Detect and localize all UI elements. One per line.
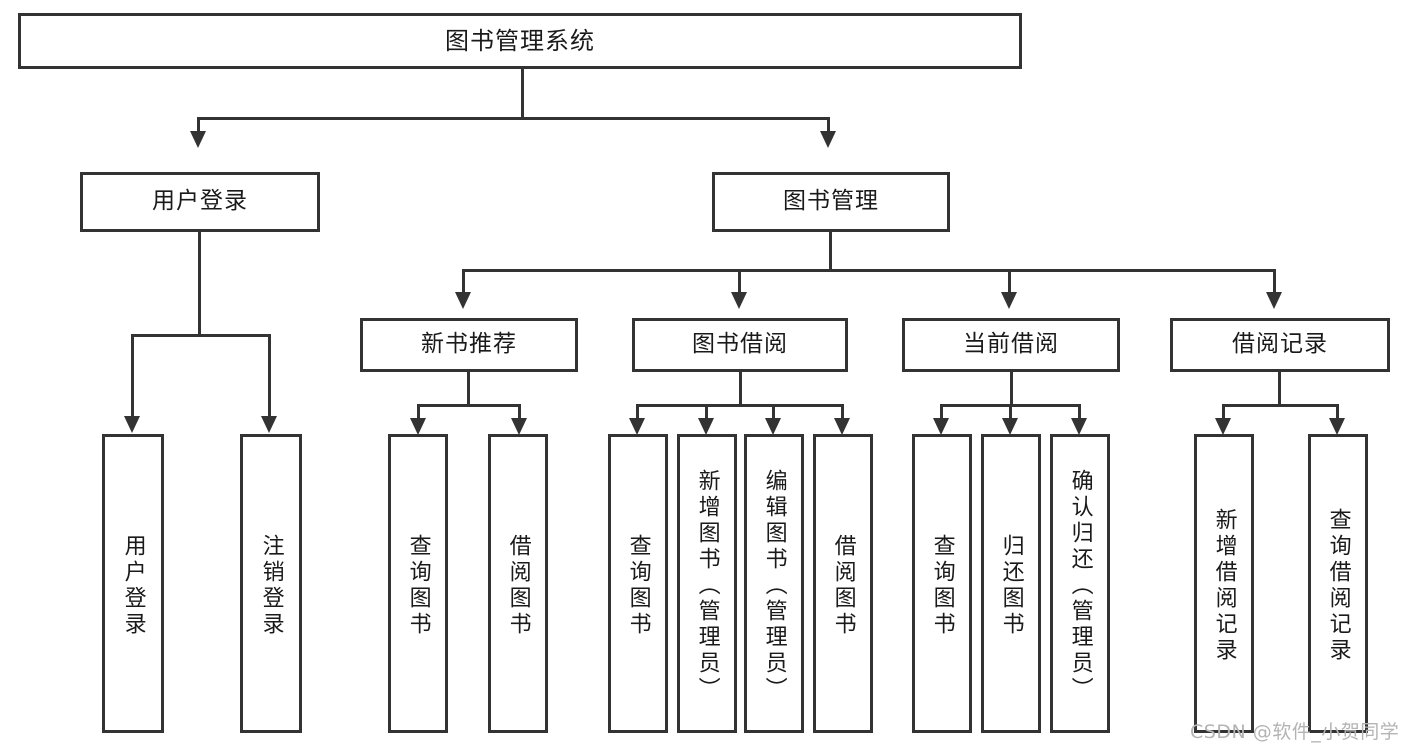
- leaf-record-add-record[interactable]: 新增借阅记录: [1194, 434, 1254, 733]
- connector-borrow-record-child-1: [1222, 404, 1225, 420]
- connector-current-borrow-stem: [1010, 372, 1013, 407]
- arrow-to-book-borrow: [731, 292, 747, 309]
- connector-to-book-mgmt: [827, 117, 830, 133]
- connector-book-borrow-stem: [739, 372, 742, 407]
- arrow-new-book-child-2: [511, 418, 527, 435]
- connector-to-user-login: [197, 117, 200, 133]
- node-current-borrow[interactable]: 当前借阅: [902, 318, 1120, 372]
- node-label: 编辑图书（管理员）: [761, 468, 787, 703]
- node-book-management[interactable]: 图书管理: [712, 172, 950, 232]
- connector-level3-bus: [462, 269, 1276, 272]
- node-label: 归还图书: [998, 533, 1024, 638]
- node-label: 查询借阅记录: [1325, 507, 1351, 664]
- arrow-current-borrow-child-1: [933, 418, 949, 435]
- node-label: 注销登录: [258, 533, 284, 638]
- connector-level2-bus: [197, 117, 830, 120]
- node-label: 借阅图书: [505, 533, 531, 638]
- leaf-logout[interactable]: 注销登录: [240, 434, 302, 733]
- node-label: 图书借阅: [692, 331, 788, 358]
- node-label: 查询图书: [405, 533, 431, 638]
- connector-new-book-bus: [417, 404, 521, 407]
- connector-borrow-record-stem: [1278, 372, 1281, 407]
- connector-current-borrow-child-2: [1009, 404, 1012, 420]
- connector-borrow-record-child-2: [1336, 404, 1339, 420]
- arrow-book-borrow-child-2: [698, 418, 714, 435]
- connector-new-book-child-2: [518, 404, 521, 420]
- node-new-book-recommend[interactable]: 新书推荐: [360, 318, 578, 372]
- arrow-book-borrow-child-1: [629, 418, 645, 435]
- leaf-new-book-query-books[interactable]: 查询图书: [388, 434, 448, 733]
- connector-user-login-bus: [131, 334, 270, 337]
- connector-root-stem: [521, 69, 524, 118]
- connector-to-new-book: [462, 269, 465, 294]
- node-label: 图书管理系统: [445, 26, 595, 55]
- connector-current-borrow-child-3: [1078, 404, 1081, 420]
- arrow-to-borrow-record: [1266, 292, 1282, 309]
- arrow-user-login-child-1: [124, 416, 140, 433]
- connector-new-book-child-1: [417, 404, 420, 420]
- leaf-user-login[interactable]: 用户登录: [102, 434, 164, 733]
- leaf-current-confirm-return-admin[interactable]: 确认归还（管理员）: [1050, 434, 1110, 733]
- connector-book-borrow-child-3: [772, 404, 775, 420]
- connector-book-borrow-bus: [636, 404, 844, 407]
- node-label: 当前借阅: [963, 331, 1059, 358]
- connector-to-book-borrow: [738, 269, 741, 294]
- node-label: 查询图书: [929, 533, 955, 638]
- connector-book-borrow-child-2: [705, 404, 708, 420]
- arrow-current-borrow-child-3: [1071, 418, 1087, 435]
- leaf-current-query-books[interactable]: 查询图书: [912, 434, 972, 733]
- arrow-to-current-borrow: [1001, 292, 1017, 309]
- node-label: 查询图书: [625, 533, 651, 638]
- node-label: 用户登录: [152, 188, 248, 215]
- node-root-system[interactable]: 图书管理系统: [18, 13, 1022, 69]
- leaf-current-return-books[interactable]: 归还图书: [981, 434, 1041, 733]
- node-label: 用户登录: [120, 533, 146, 638]
- arrow-to-book-mgmt: [820, 131, 836, 148]
- connector-to-current-borrow: [1008, 269, 1011, 294]
- connector-book-mgmt-stem: [829, 232, 832, 272]
- node-label: 借阅图书: [830, 533, 856, 638]
- node-label: 新书推荐: [421, 331, 517, 358]
- leaf-borrow-edit-book-admin[interactable]: 编辑图书（管理员）: [744, 434, 804, 733]
- arrow-borrow-record-child-2: [1329, 418, 1345, 435]
- arrow-book-borrow-child-4: [834, 418, 850, 435]
- arrow-to-user-login: [190, 131, 206, 148]
- node-borrow-record[interactable]: 借阅记录: [1170, 318, 1390, 372]
- node-book-borrow[interactable]: 图书借阅: [632, 318, 848, 372]
- arrow-borrow-record-child-1: [1215, 418, 1231, 435]
- connector-borrow-record-bus: [1222, 404, 1339, 407]
- connector-to-borrow-record: [1273, 269, 1276, 294]
- leaf-borrow-borrow-books[interactable]: 借阅图书: [813, 434, 873, 733]
- leaf-new-book-borrow-books[interactable]: 借阅图书: [488, 434, 548, 733]
- leaf-record-query-record[interactable]: 查询借阅记录: [1308, 434, 1368, 733]
- node-user-login[interactable]: 用户登录: [80, 172, 320, 232]
- leaf-borrow-add-book-admin[interactable]: 新增图书（管理员）: [677, 434, 737, 733]
- connector-book-borrow-child-4: [841, 404, 844, 420]
- connector-user-login-child-2: [268, 334, 271, 418]
- connector-user-login-child-1: [131, 334, 134, 418]
- connector-user-login-stem: [198, 232, 201, 336]
- node-label: 借阅记录: [1232, 331, 1328, 358]
- connector-book-borrow-child-1: [636, 404, 639, 420]
- arrow-user-login-child-2: [261, 416, 277, 433]
- arrow-to-new-book: [455, 292, 471, 309]
- node-label: 新增图书（管理员）: [694, 468, 720, 703]
- watermark-text: CSDN @软件_小贺同学: [1190, 721, 1400, 743]
- node-label: 确认归还（管理员）: [1067, 468, 1093, 703]
- connector-current-borrow-child-1: [940, 404, 943, 420]
- leaf-borrow-query-books[interactable]: 查询图书: [608, 434, 668, 733]
- arrow-current-borrow-child-2: [1002, 418, 1018, 435]
- node-label: 图书管理: [783, 188, 879, 215]
- node-label: 新增借阅记录: [1211, 507, 1237, 664]
- arrow-new-book-child-1: [410, 418, 426, 435]
- connector-new-book-stem: [467, 372, 470, 407]
- arrow-book-borrow-child-3: [765, 418, 781, 435]
